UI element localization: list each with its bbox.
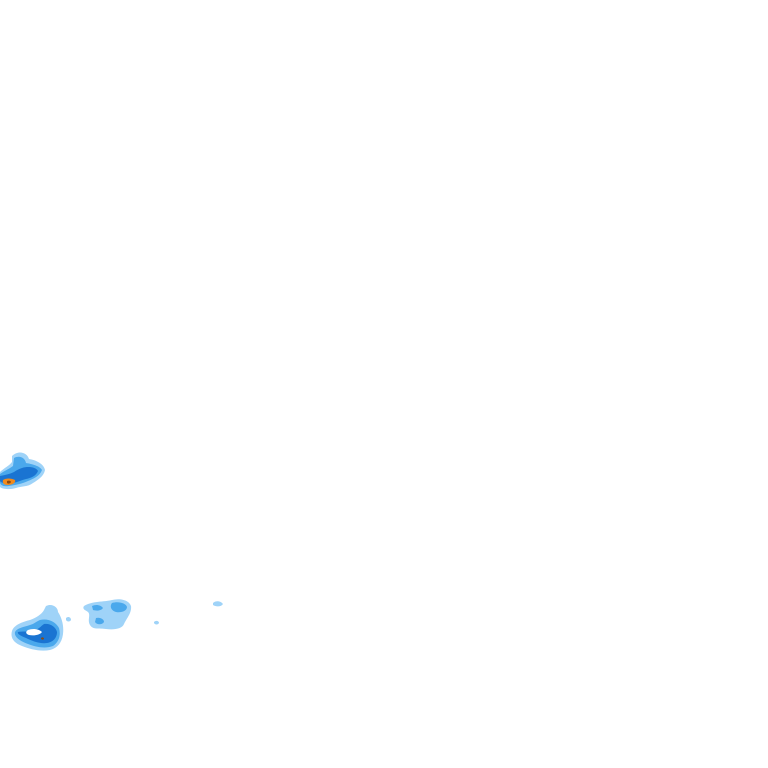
echo-cell-west [0,452,45,490]
echo-speck-east [213,601,223,607]
echo-fragment-southwest [66,616,71,622]
echo-cell-southwest [11,604,71,651]
echo-cell-southwest-clearing [26,628,42,636]
echo-cell-southwest-core [41,637,44,640]
echo-speck-small [154,620,159,625]
echo-speck-small-light [154,620,159,625]
echo-cell-south-central-medium [110,602,127,613]
echo-cell-south-central-medium-2 [92,604,103,611]
echo-speck-east-light [213,601,223,607]
echo-cell-south-central-medium-3 [95,617,104,625]
echo-cell-west-core [7,480,11,484]
echo-cell-south-central [83,599,132,630]
